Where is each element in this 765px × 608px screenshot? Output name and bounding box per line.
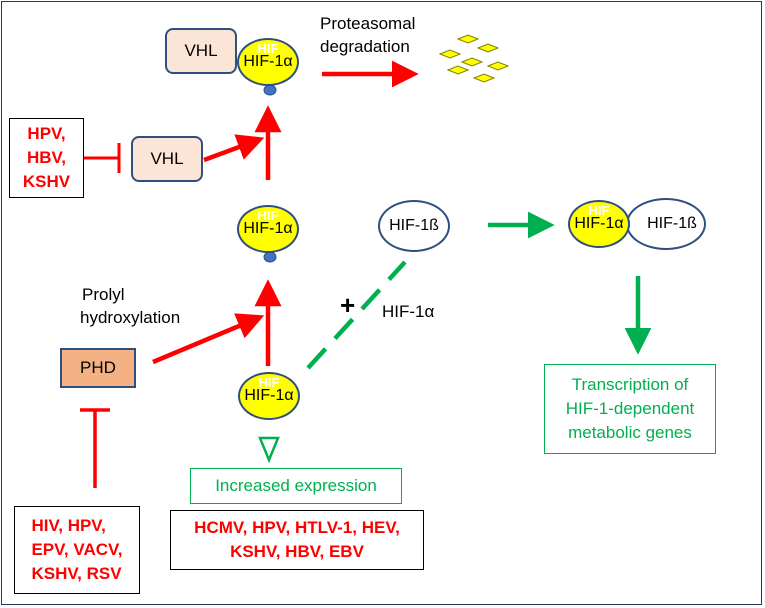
hif1b-ellipse-dimer: HIF-1ß (626, 198, 706, 250)
vhl-box-complex: VHL (165, 28, 237, 74)
plus-sign: + (340, 290, 356, 320)
hif1b-ellipse: HIF-1ß (378, 200, 450, 252)
hif1a-ellipse-dimer: HIF HIF-1α (568, 200, 630, 248)
expression-triangle (258, 436, 280, 464)
hydroxyl-marker-middle (263, 251, 277, 263)
degraded-fragments (438, 34, 510, 83)
plus-hif1a-label: HIF-1α (382, 302, 435, 321)
proteasomal-label: Proteasomal degradation (320, 14, 416, 56)
transcription-box: Transcription of HIF-1-dependent metabol… (544, 364, 716, 454)
phd-box: PHD (60, 348, 136, 388)
vhl-box: VHL (131, 136, 203, 182)
hif1a-ellipse-complex: HIF HIF-1α (237, 38, 299, 86)
hif1a-ellipse-hydroxylated: HIF HIF-1α (237, 205, 299, 253)
phd-inhibitor-viruses: HIV, HPV, EPV, VACV, KSHV, RSV (14, 506, 140, 594)
prolyl-hydroxylation-label: Prolyl hydroxylation (80, 285, 181, 327)
vhl-binding-arrow (203, 134, 265, 163)
hydroxyl-marker-top (263, 84, 277, 96)
vhl-inhibitor-viruses: HPV, HBV, KSHV (9, 118, 84, 198)
phd-arrow (152, 313, 265, 365)
dimerization-dashed-line (306, 260, 407, 370)
hif1a-ghost-text: HIF (257, 41, 279, 56)
expression-inducer-viruses: HCMV, HPV, HTLV-1, HEV, KSHV, HBV, EBV (170, 510, 424, 570)
hif1a-ellipse-base: HIF HIF-1α (238, 372, 300, 420)
increased-expression-box: Increased expression (190, 468, 402, 504)
